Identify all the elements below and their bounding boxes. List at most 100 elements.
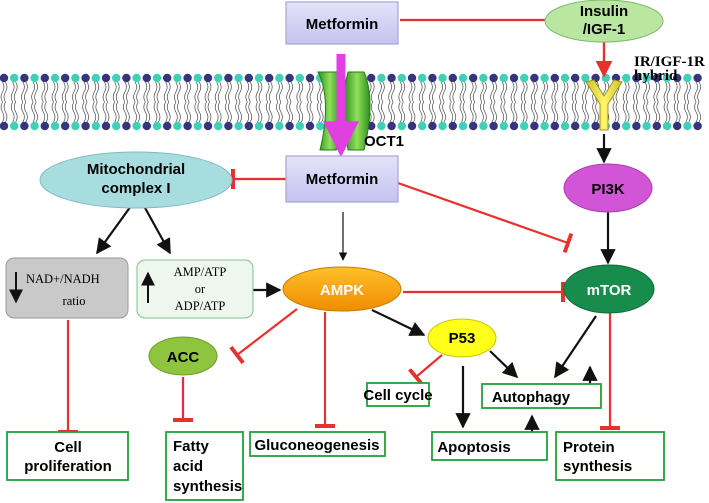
lipid-tail	[296, 81, 301, 103]
lipid-tail	[286, 81, 290, 103]
edge-mito-to-nad	[96, 205, 132, 255]
lipid-tail	[187, 101, 191, 123]
lipid-head	[377, 121, 386, 131]
lipid-tail	[21, 81, 25, 103]
lipid-head	[673, 121, 682, 131]
fatty-label-line2: acid	[173, 458, 203, 475]
lipid-head	[560, 73, 570, 83]
lipid-head	[10, 73, 19, 83]
lipid-tail	[513, 81, 518, 103]
lipid-tail	[663, 81, 668, 103]
lipid-tail	[61, 81, 66, 103]
amp-atp-ratio-node	[136, 259, 254, 319]
lipid-tail	[143, 101, 148, 123]
lipid-head	[163, 121, 172, 131]
edge-ampk-activates-p53	[371, 309, 426, 336]
lipid-tail	[102, 81, 107, 103]
cell-cycle-node	[366, 382, 430, 407]
lipid-tail	[41, 81, 46, 103]
lipid-head	[530, 73, 539, 83]
lipid-tail	[207, 101, 212, 123]
lipid-tail	[13, 101, 18, 123]
lipid-tail	[268, 81, 273, 103]
lipid-head	[367, 73, 376, 83]
lipid-tail	[187, 81, 191, 103]
lipid-tail	[174, 81, 178, 103]
lipid-tail	[258, 81, 263, 103]
apoptosis-node	[431, 431, 548, 461]
lipid-tail	[276, 101, 280, 123]
lipid-tail	[207, 81, 212, 103]
lipid-head	[91, 73, 101, 83]
lipid-tail	[51, 101, 56, 123]
lipid-head	[224, 73, 233, 83]
lipid-head	[183, 121, 192, 131]
lipid-tail	[582, 101, 586, 123]
lipid-head	[163, 73, 172, 83]
lipid-tail	[653, 81, 658, 103]
edge-mito-to-amp	[143, 205, 171, 255]
lipid-tail	[503, 81, 508, 103]
lipid-tail	[61, 101, 66, 123]
lipid-tail	[694, 101, 698, 123]
lipid-tail	[41, 101, 46, 123]
lipid-head	[540, 121, 549, 131]
lipid-head	[642, 73, 651, 83]
lipid-tail	[571, 81, 576, 103]
lipid-head	[499, 73, 508, 83]
lipid-head	[101, 121, 111, 131]
lipid-head	[479, 121, 488, 131]
proliferation-label-line1: Cell	[54, 439, 82, 456]
lipid-tail	[666, 101, 671, 123]
lipid-tail	[54, 81, 59, 103]
lipid-tail	[217, 81, 222, 103]
insulin-igf1-node	[544, 0, 664, 43]
lipid-head	[428, 73, 437, 83]
protein-synthesis-node	[555, 431, 665, 481]
lipid-head	[662, 73, 672, 83]
lipid-tail	[503, 101, 508, 123]
lipid-tail	[480, 81, 484, 103]
lipid-tail	[408, 81, 413, 103]
lipid-tail	[64, 81, 69, 103]
lipid-tail	[636, 101, 640, 123]
lipid-tail	[398, 101, 403, 123]
lipid-tail	[469, 101, 474, 123]
lipid-tail	[656, 101, 661, 123]
mito-label-line2: complex I	[101, 180, 170, 197]
lipid-tail	[381, 81, 385, 103]
lipid-tail	[255, 101, 260, 123]
lipid-head	[60, 121, 70, 131]
lipid-tail	[265, 81, 270, 103]
lipid-head	[214, 121, 223, 131]
lipid-tail	[523, 81, 528, 103]
lipid-tail	[564, 81, 569, 103]
lipid-head	[203, 121, 213, 131]
lipid-head	[509, 121, 519, 131]
lipid-tail	[238, 101, 242, 123]
lipid-tail	[653, 101, 658, 123]
lipid-tail	[676, 81, 681, 103]
lipid-tail	[452, 81, 457, 103]
lipid-head	[418, 121, 427, 131]
lipid-head	[499, 121, 508, 131]
fatty-acid-synthesis-node	[165, 431, 244, 501]
lipid-head	[509, 73, 519, 83]
lipid-tail	[112, 101, 117, 123]
lipid-tail	[75, 81, 79, 103]
lipid-tail	[561, 81, 566, 103]
lipid-head	[489, 121, 498, 131]
lipid-tail	[370, 81, 375, 103]
lipid-tail	[34, 101, 38, 123]
lipid-tail	[153, 81, 158, 103]
lipid-tail	[306, 81, 311, 103]
protein-label-line2: synthesis	[563, 458, 632, 475]
lipid-tail	[469, 81, 474, 103]
lipid-tail	[268, 101, 273, 123]
metformin-mid-label: Metformin	[306, 171, 379, 188]
lipid-tail	[684, 101, 688, 123]
lipid-tail	[510, 101, 515, 123]
lipid-tail	[248, 81, 253, 103]
lipid-tail	[214, 101, 219, 123]
lipid-tail	[622, 101, 627, 123]
